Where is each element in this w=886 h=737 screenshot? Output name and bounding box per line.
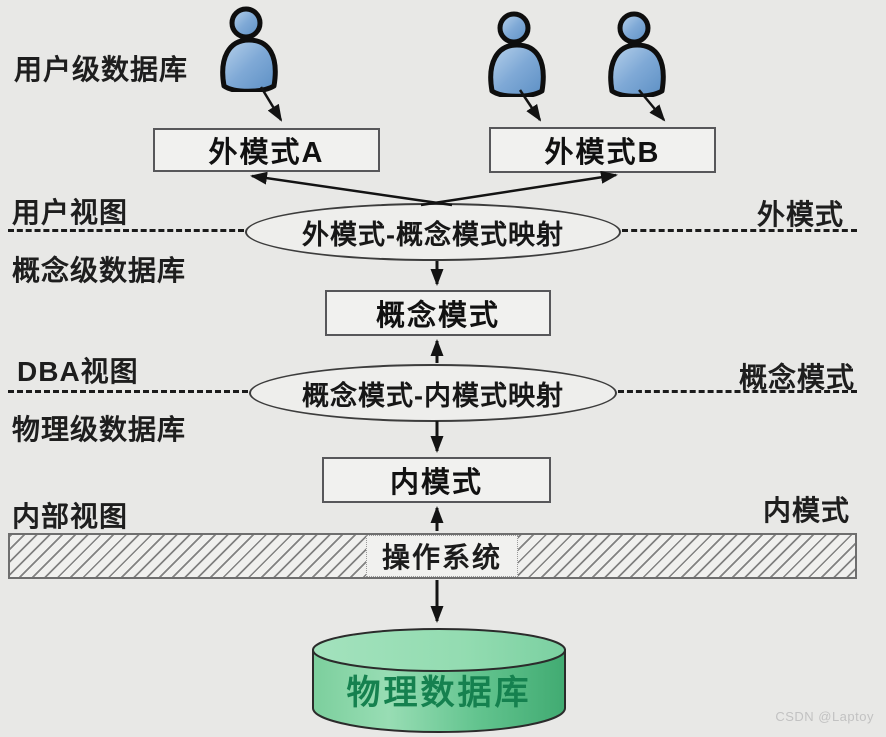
- level-separator-dashed-line: [622, 229, 857, 232]
- watermark: CSDN @Laptoy: [775, 709, 874, 724]
- physical-database-cylinder: [312, 628, 566, 733]
- external-schema-a-box: 外模式A: [153, 128, 380, 172]
- level-separator-dashed-line: [8, 390, 248, 393]
- internal-schema-box: 内模式: [322, 457, 551, 503]
- conceptual-schema-box: 概念模式: [325, 290, 551, 336]
- label-internal-view: 内部视图: [12, 501, 129, 532]
- external-conceptual-mapping-ellipse: 外模式-概念模式映射: [245, 203, 621, 261]
- level-separator-dashed-line: [8, 229, 244, 232]
- label-physical-level-database: 物理级数据库: [12, 414, 187, 445]
- user-icon: [488, 11, 546, 97]
- label-external-schema: 外模式: [757, 199, 845, 230]
- label-user-level-database: 用户级数据库: [14, 54, 189, 85]
- physical-database-label: 物理数据库: [346, 674, 532, 712]
- label-dba-view: DBA视图: [17, 356, 139, 387]
- level-separator-dashed-line: [618, 390, 857, 393]
- conceptual-internal-mapping-ellipse: 概念模式-内模式映射: [249, 364, 617, 422]
- label-user-view: 用户视图: [12, 197, 129, 228]
- operating-system-label: 操作系统: [366, 535, 518, 577]
- user-icon: [608, 11, 666, 97]
- label-internal-schema: 内模式: [763, 495, 851, 526]
- label-conceptual-level-database: 概念级数据库: [12, 255, 187, 286]
- label-conceptual-schema: 概念模式: [739, 362, 856, 393]
- external-schema-b-box: 外模式B: [489, 127, 716, 173]
- user-icon: [220, 6, 278, 92]
